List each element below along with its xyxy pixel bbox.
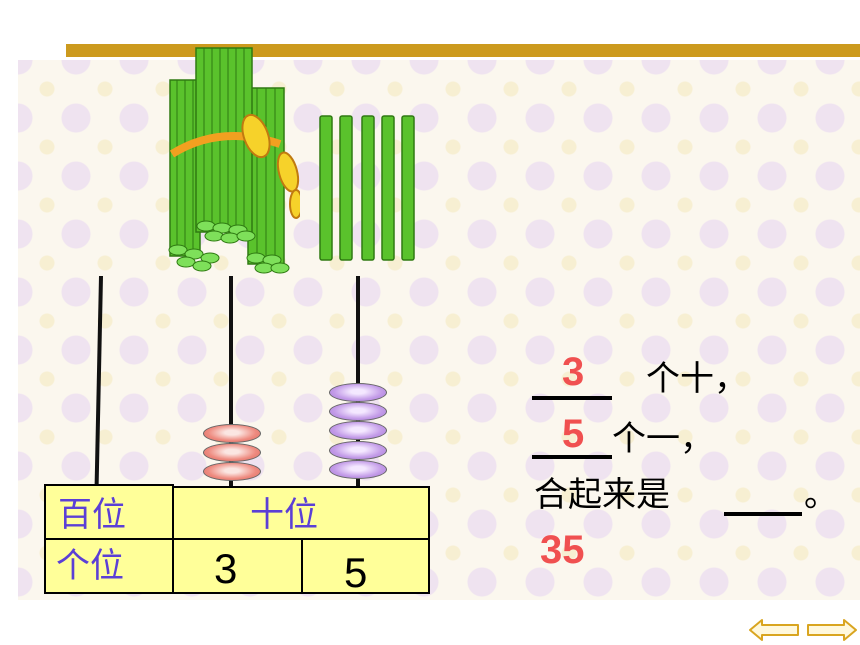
next-slide-button[interactable] <box>806 618 858 642</box>
abacus-rod-ones <box>356 276 360 486</box>
table-cell-tens-value <box>172 538 303 594</box>
answer-total: 35 <box>540 528 585 572</box>
question-line-total: 合起来是 <box>534 475 670 515</box>
right-arrow-icon <box>807 619 857 641</box>
question-line-end: 。 <box>804 475 838 515</box>
stick-bundles-tens <box>168 47 300 274</box>
blank-tens <box>532 396 612 400</box>
abacus-bead-ones <box>329 402 387 421</box>
label-hundreds-place: 百位 <box>58 495 126 535</box>
abacus-bead-tens <box>203 462 261 481</box>
bundle-ribbon <box>169 113 300 219</box>
abacus-bead-ones <box>329 460 387 479</box>
table-cell-hundreds-header <box>44 484 174 540</box>
top-accent-bar <box>66 44 860 57</box>
loose-stick <box>401 115 415 261</box>
loose-stick <box>319 115 333 261</box>
blank-total <box>724 512 802 516</box>
left-arrow-icon <box>749 619 799 641</box>
abacus-rod-tens <box>229 276 233 486</box>
abacus-bead-tens <box>203 424 261 443</box>
abacus-bead-ones <box>329 383 387 402</box>
question-line-tens: 个十， <box>646 359 748 399</box>
loose-sticks-ones <box>319 115 415 261</box>
value-tens-digit: 3 <box>214 545 238 592</box>
value-ones-digit: 5 <box>344 549 368 596</box>
label-tens-place: 十位 <box>250 495 318 535</box>
abacus-bead-ones <box>329 421 387 440</box>
loose-stick <box>361 115 375 261</box>
question-line-ones: 个一， <box>612 419 714 459</box>
loose-stick <box>381 115 395 261</box>
abacus-bead-tens <box>203 443 261 462</box>
blank-ones <box>532 455 612 459</box>
loose-stick <box>339 115 353 261</box>
answer-ones: 5 <box>562 412 585 456</box>
prev-slide-button[interactable] <box>748 618 800 642</box>
table-cell-ones-value <box>301 538 430 594</box>
answer-tens: 3 <box>562 350 585 394</box>
abacus-bead-ones <box>329 441 387 460</box>
label-ones-place: 个位 <box>56 546 124 586</box>
